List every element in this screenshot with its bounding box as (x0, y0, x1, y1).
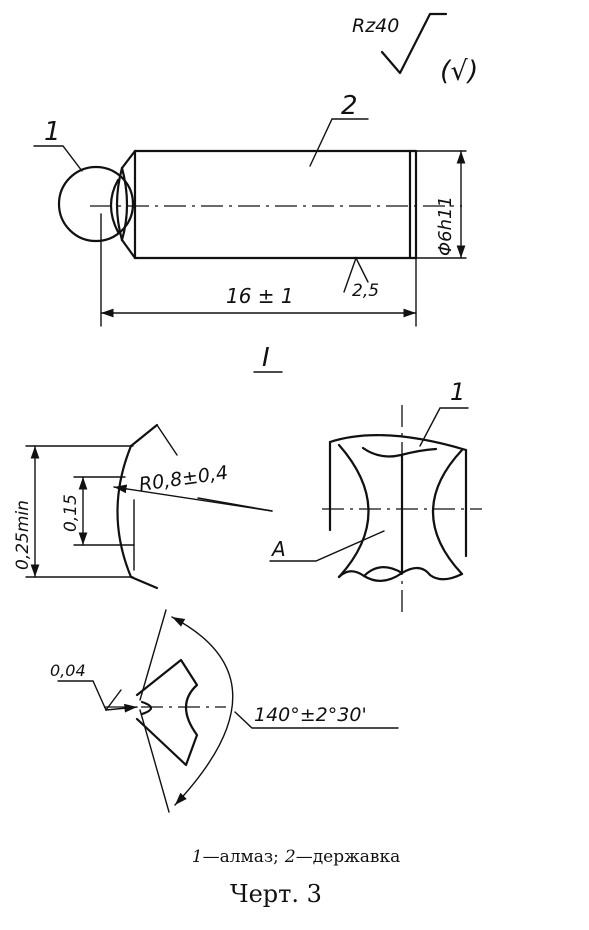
legend-2-text: —державка (296, 847, 401, 867)
roughness-symbol: Rz40 (√) (352, 12, 478, 87)
detail-circle (57, 165, 135, 243)
label-diamond: 1 (44, 117, 61, 147)
caption: 1—алмаз;2—державка Черт. 3 (192, 847, 400, 908)
view-label: I (253, 343, 283, 373)
angle-dimension: 140°±2°30' (254, 704, 367, 726)
legend-1-text: —алмаз; (203, 847, 279, 867)
angle-view: 0,04 140°±2°30' (50, 609, 399, 813)
diameter-dimension: Φ6h11 (435, 196, 456, 256)
width-dimension: 0,15 (61, 494, 81, 532)
flatness-value: 0,04 (50, 661, 86, 680)
roughness-value: Rz40 (352, 15, 399, 37)
view-label-text: I (262, 343, 270, 373)
roughness-other-symbol: (√) (440, 56, 478, 87)
legend: 1—алмаз;2—державка (192, 847, 400, 867)
length-dimension: 16 ± 1 (226, 284, 294, 308)
label-holder: 2 (341, 91, 358, 121)
figure-title: Черт. 3 (230, 880, 322, 908)
radius-dimension: R0,8±0,4 (138, 462, 230, 496)
legend-2-number: 2 (284, 847, 296, 867)
diamond-front-view: 1 A (269, 378, 482, 615)
label-view-part: 1 (450, 378, 465, 406)
profile-view: R0,8±0,4 0,25min 0,15 (13, 423, 273, 590)
holder-view: 1 2 Φ6h11 16 ± 1 2,5 (33, 91, 467, 327)
label-point-a: A (270, 537, 286, 561)
legend-1-number: 1 (192, 847, 203, 867)
local-roughness: 2,5 (352, 281, 379, 301)
width-min-dimension: 0,25min (13, 500, 33, 570)
